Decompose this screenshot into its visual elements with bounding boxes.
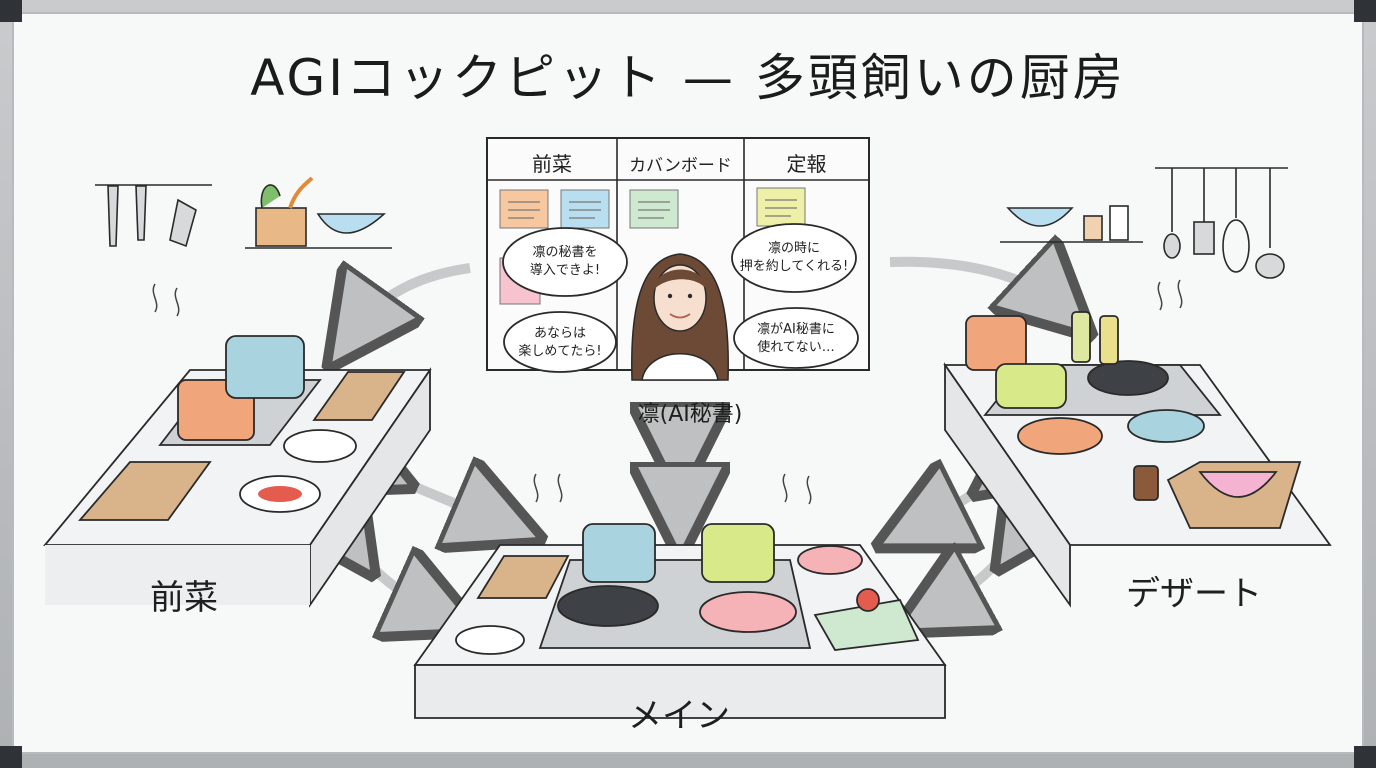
kanban-column-header: 前菜: [532, 152, 572, 176]
bowl-icon: [1006, 207, 1074, 227]
herb-pot: [255, 207, 307, 247]
page-title: AGIコックピット — 多頭飼いの厨房: [250, 49, 1126, 107]
pot-icon: [582, 523, 656, 583]
speech-bubble-text: あならは 楽しめてたら!: [518, 326, 602, 359]
speech-bubble-text: 凛の秘書を 導入できよ!: [529, 245, 601, 278]
pan-icon: [557, 585, 659, 627]
grater-icon: [169, 198, 197, 248]
sticky-note: [756, 187, 806, 227]
sticky-note: [499, 189, 549, 229]
utensil-rack: [1155, 167, 1288, 279]
pan-icon: [1087, 360, 1169, 396]
speech-bubble-text: 凛がAI秘書に 使れてない…: [757, 322, 835, 355]
cutting-board: [312, 371, 406, 421]
ai-secretary-figure: [631, 253, 729, 381]
jar-icon: [1133, 465, 1159, 501]
speech-bubble: [733, 307, 859, 369]
spoon-icon: [1163, 233, 1181, 259]
main-label: メイン: [628, 696, 730, 736]
pot-icon: [701, 523, 775, 583]
jar-icon: [1109, 205, 1129, 241]
knife-rack: [95, 184, 212, 248]
knife-icon: [107, 185, 119, 247]
pot-icon: [225, 335, 305, 399]
pot-icon: [995, 363, 1067, 409]
frame-corner: [0, 0, 22, 22]
plate-stack: [455, 625, 525, 655]
frame-corner: [0, 746, 22, 768]
herb-shelf: [245, 176, 392, 249]
appetizer-label: 前菜: [150, 578, 218, 618]
frame-corner: [1354, 746, 1376, 768]
spatula-icon: [1193, 221, 1215, 255]
main-station: [413, 523, 947, 719]
sticky-note: [560, 189, 610, 229]
speech-bubble: [731, 223, 857, 293]
bowl-icon: [1198, 471, 1278, 498]
knife-icon: [135, 185, 147, 241]
appetizer-station: [43, 335, 432, 608]
frame-corner: [1354, 0, 1376, 22]
tomato-icon: [856, 588, 880, 612]
speech-bubble-text: 凛の時に 押を約してくれる!: [739, 241, 849, 274]
bottle-icon: [1071, 311, 1091, 363]
speech-bubble: [502, 227, 628, 297]
bowl-icon: [316, 213, 387, 234]
speech-bubble: [503, 311, 617, 373]
kanban-column-header: 定報: [786, 152, 827, 176]
assistant-name-label: 凛(AI秘書): [637, 402, 743, 427]
cutting-board: [78, 461, 212, 521]
sticky-note: [629, 189, 679, 229]
jar-icon: [1083, 215, 1103, 241]
pan-icon: [1127, 409, 1205, 443]
dish-shelf: [1000, 205, 1143, 243]
bottle-icon: [1099, 315, 1119, 365]
pan-icon: [699, 591, 797, 633]
pan-icon: [1017, 417, 1103, 455]
pan-icon: [797, 545, 863, 575]
kanban-column-header: カバンボード: [629, 156, 732, 176]
ladle-icon: [1255, 253, 1285, 279]
dessert-label: デザート: [1126, 574, 1262, 614]
whisk-icon: [1222, 219, 1250, 273]
dessert-station: [943, 311, 1332, 608]
pot-icon: [965, 315, 1027, 371]
cutting-board: [476, 555, 570, 599]
